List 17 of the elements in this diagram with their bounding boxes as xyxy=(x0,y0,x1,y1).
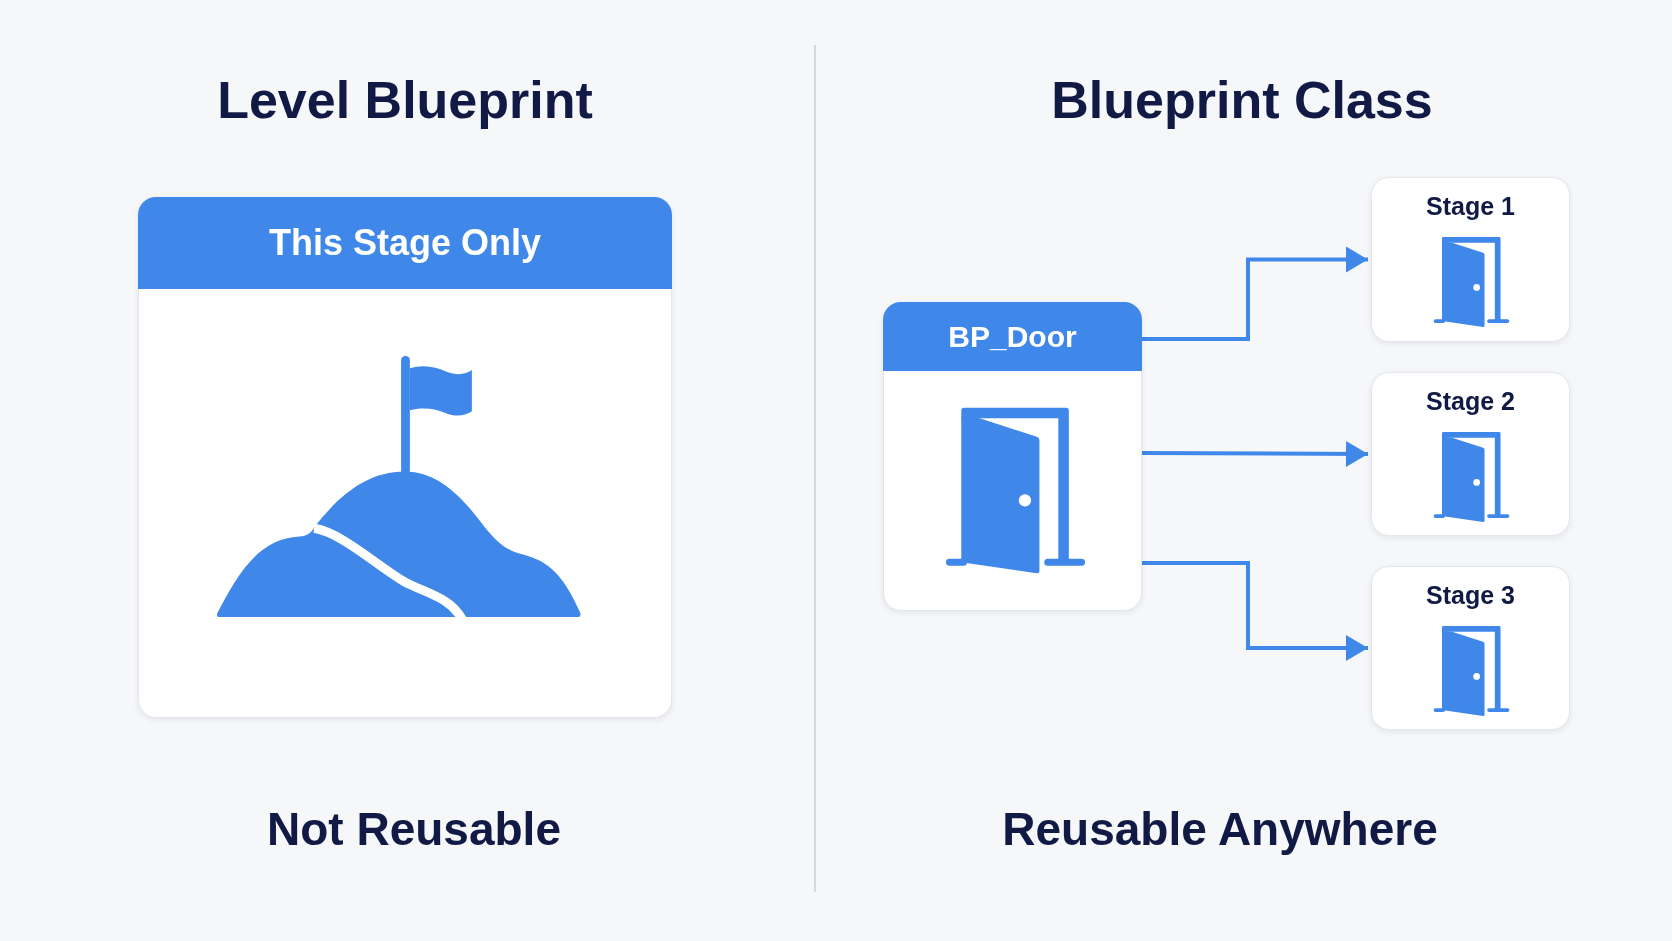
column-heading: Level Blueprint xyxy=(217,71,593,131)
card-header: This Stage Only xyxy=(138,197,672,289)
column-caption: Not Reusable xyxy=(267,802,561,856)
connector-arrow xyxy=(1142,561,1368,661)
card-title: Stage 3 xyxy=(1426,581,1515,610)
card-header: BP_Door xyxy=(883,302,1142,371)
column-caption: Reusable Anywhere xyxy=(1002,802,1438,856)
card-title: Stage 2 xyxy=(1426,387,1515,416)
card xyxy=(883,302,1142,611)
stage-card xyxy=(1371,372,1570,536)
stage-card xyxy=(1371,177,1570,342)
stage-card xyxy=(1371,566,1570,730)
card-title: Stage 1 xyxy=(1426,192,1515,221)
card xyxy=(138,197,672,718)
column-heading: Blueprint Class xyxy=(1051,71,1433,131)
connector-arrow xyxy=(1142,440,1368,467)
connector-arrow xyxy=(1142,246,1368,341)
